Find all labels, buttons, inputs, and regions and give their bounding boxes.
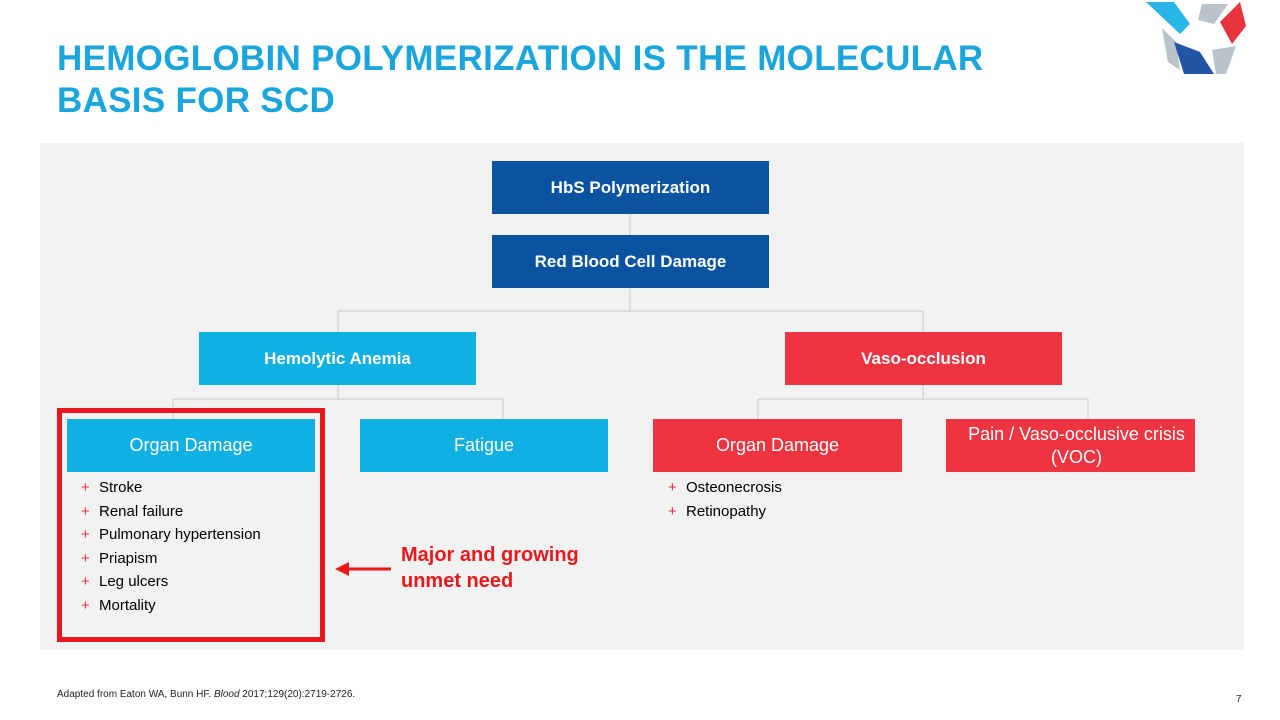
footnote-journal: Blood [213, 689, 240, 700]
slide-title-line1: HEMOGLOBIN POLYMERIZATION IS THE MOLECUL… [57, 39, 984, 78]
slide-title: HEMOGLOBIN POLYMERIZATION IS THE MOLECUL… [57, 38, 1057, 122]
organ-damage-highlight-box [57, 408, 325, 642]
list-item: + Leg ulcers [81, 570, 261, 594]
diagram-panel [40, 143, 1244, 650]
fatigue-label: Fatigue [453, 435, 515, 455]
citation-footnote: Adapted from Eaton WA, Bunn HF. Blood 20… [57, 689, 355, 700]
plus-icon: + [81, 479, 90, 496]
hemolytic-anemia-label: Hemolytic Anemia [264, 348, 411, 368]
unmet-need-callout: Major and growing unmet need [401, 542, 579, 594]
list-item-text: Stroke [99, 479, 143, 496]
list-item: + Retinopathy [668, 500, 782, 524]
list-item: + Priapism [81, 547, 261, 571]
hbs-polymerization-label: HbS Polymerization [550, 177, 711, 197]
list-item: + Osteonecrosis [668, 476, 782, 500]
hbs-polymerization-node: HbS Polymerization [492, 161, 769, 214]
list-item-text: Renal failure [99, 502, 184, 520]
slide-title-line2: BASIS FOR SCD [57, 81, 336, 120]
vaso-occlusion-label: Vaso-occlusion [861, 348, 986, 368]
footnote-prefix: Adapted from Eaton WA, Bunn HF. [57, 689, 214, 700]
vaso-occlusion-node: Vaso-occlusion [785, 332, 1062, 385]
plus-icon: + [668, 502, 677, 520]
callout-line2: unmet need [401, 570, 514, 592]
list-item: + Pulmonary hypertension [81, 523, 261, 547]
organ-damage-left-label: Organ Damage [129, 435, 253, 455]
list-item: + Renal failure [81, 500, 261, 524]
plus-icon: + [81, 526, 90, 543]
red-blood-cell-damage-label: Red Blood Cell Damage [534, 251, 727, 271]
list-item-text: Osteonecrosis [686, 479, 782, 496]
list-item-text: Priapism [99, 549, 158, 567]
pain-voc-node: Pain / Vaso-occlusive crisis (VOC) [946, 419, 1195, 472]
list-item-text: Mortality [99, 596, 156, 614]
red-blood-cell-damage-node: Red Blood Cell Damage [492, 235, 769, 288]
page-number: 7 [1236, 694, 1242, 705]
list-item-text: Pulmonary hypertension [99, 526, 261, 543]
organ-damage-right-label: Organ Damage [715, 435, 840, 455]
organ-damage-right-list: + Osteonecrosis + Retinopathy [668, 476, 782, 523]
plus-icon: + [81, 549, 90, 567]
organ-damage-right-node: Organ Damage [653, 419, 902, 472]
plus-icon: + [668, 479, 677, 496]
footnote-suffix: 2017;129(20):2719-2726. [239, 689, 356, 700]
organ-damage-left-list: + Stroke + Renal failure + Pulmonary hypert… [81, 476, 261, 617]
list-item: + Mortality [81, 594, 261, 618]
hemolytic-anemia-node: Hemolytic Anemia [199, 332, 476, 385]
callout-line1: Major and growing [401, 544, 579, 566]
pain-voc-label-line1: Pain / Vaso-occlusive crisis [968, 423, 1185, 444]
pain-voc-label-line2: (VOC) [1051, 446, 1102, 467]
list-item-text: Retinopathy [686, 502, 767, 520]
list-item-text: Leg ulcers [99, 573, 169, 590]
plus-icon: + [81, 573, 90, 590]
plus-icon: + [81, 596, 90, 614]
plus-icon: + [81, 502, 90, 520]
fatigue-node: Fatigue [360, 419, 608, 472]
organ-damage-left-node: Organ Damage [67, 419, 315, 472]
company-logo-icon [1146, 2, 1246, 74]
left-arrow-icon [335, 562, 391, 576]
list-item: + Stroke [81, 476, 261, 500]
